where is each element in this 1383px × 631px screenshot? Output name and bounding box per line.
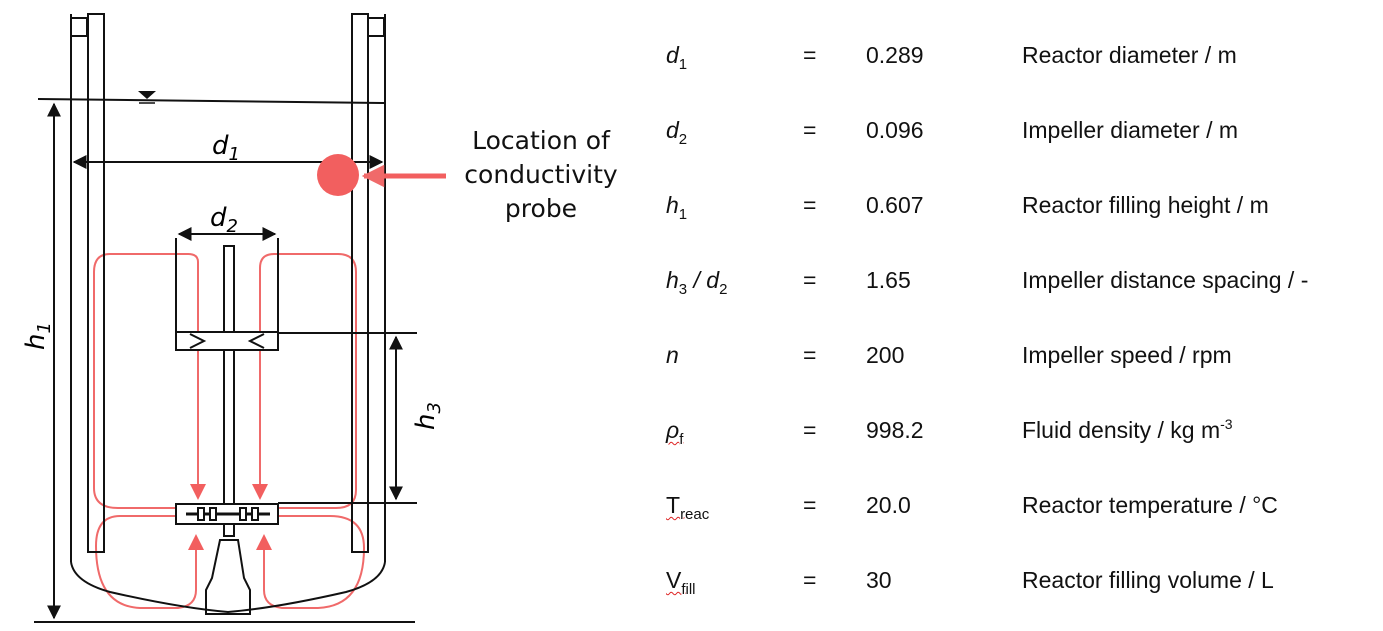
param-value: 30: [866, 567, 892, 593]
probe-label-line-1: Location of: [472, 126, 610, 155]
probe-label-line-2: conductivity: [464, 160, 618, 189]
flow-arrow-up-left: [188, 534, 204, 550]
flow-arrowheads: [188, 484, 272, 550]
impeller-shaft: [205, 245, 251, 615]
param-row: ρf = 998.2 Fluid density / kg m-3: [0, 416, 1383, 451]
param-description: Reactor diameter / m: [1022, 42, 1237, 68]
param-symbol: Treac: [666, 492, 710, 523]
param-equals: =: [803, 267, 817, 293]
param-equals: =: [803, 342, 817, 368]
flow-arrow-down-right: [252, 484, 268, 500]
flow-loop-upper-left: [93, 253, 199, 509]
lower-impeller: [175, 503, 279, 525]
param-description: Impeller speed / rpm: [1022, 342, 1232, 368]
param-value: 0.096: [866, 117, 924, 143]
param-row: d2 = 0.096 Impeller diameter / m: [0, 117, 1383, 151]
param-value: 200: [866, 342, 905, 368]
param-equals: =: [803, 567, 817, 593]
param-value: 0.289: [866, 42, 924, 68]
param-row: Vfill = 30 Reactor filling volume / L: [0, 567, 1383, 601]
param-symbol: h1: [666, 192, 688, 223]
param-description: Reactor temperature / °C: [1022, 492, 1278, 518]
param-row: Treac = 20.0 Reactor temperature / °C: [0, 492, 1383, 526]
upper-impeller: [175, 238, 279, 351]
h3-label: h3: [411, 402, 445, 430]
probe-location-label: Location of conductivity probe: [438, 124, 644, 226]
probe-label-line-3: probe: [504, 194, 578, 223]
liquid-level: [37, 91, 386, 104]
flow-loops: [93, 253, 366, 609]
reactor-diagram: d1 d2 h1 h3: [21, 13, 446, 623]
d1-label: d1: [212, 131, 240, 165]
param-symbol: h3 / d2: [666, 267, 728, 298]
param-value: 0.607: [866, 192, 924, 218]
param-description: Fluid density / kg m-3: [1022, 416, 1233, 443]
flow-loop-lower-left: [94, 515, 197, 609]
param-symbol: n: [666, 342, 679, 368]
param-value: 998.2: [866, 417, 924, 443]
param-equals: =: [803, 117, 817, 143]
flow-arrow-down-left: [190, 484, 206, 500]
param-equals: =: [803, 42, 817, 68]
d2-label: d2: [210, 203, 238, 237]
param-row: n = 200 Impeller speed / rpm: [0, 342, 1383, 376]
param-symbol: d1: [666, 42, 688, 73]
conductivity-probe: [317, 154, 446, 196]
param-symbol: ρf: [666, 417, 684, 448]
param-description: Reactor filling height / m: [1022, 192, 1269, 218]
param-value: 1.65: [866, 267, 911, 293]
h1-label: h1: [21, 322, 55, 350]
param-equals: =: [803, 417, 817, 443]
param-symbol: Vfill: [666, 567, 696, 598]
param-description: Impeller diameter / m: [1022, 117, 1239, 143]
param-description: Impeller distance spacing / -: [1022, 267, 1309, 293]
param-row: d1 = 0.289 Reactor diameter / m: [0, 42, 1383, 76]
param-equals: =: [803, 492, 817, 518]
param-symbol: d2: [666, 117, 688, 148]
param-equals: =: [803, 192, 817, 218]
param-row: h1 = 0.607 Reactor filling height / m: [0, 192, 1383, 226]
flow-arrow-up-right: [256, 534, 272, 550]
param-description: Reactor filling volume / L: [1022, 567, 1274, 593]
reactor-vessel: [70, 13, 386, 614]
param-value: 20.0: [866, 492, 911, 518]
flow-loop-lower-right: [263, 515, 366, 609]
probe-dot: [317, 154, 359, 196]
param-row: h3 / d2 = 1.65 Impeller distance spacing…: [0, 267, 1383, 301]
